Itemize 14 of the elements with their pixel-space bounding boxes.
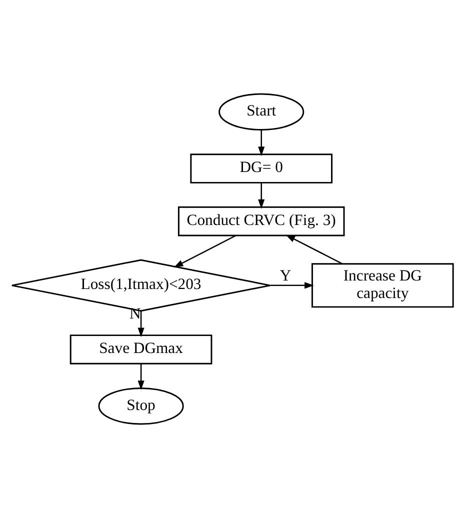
arrow bbox=[174, 235, 236, 268]
edge-label: Y bbox=[280, 267, 292, 284]
node-ellipse: Stop bbox=[98, 388, 184, 425]
arrow bbox=[270, 282, 314, 289]
node-box: Increase DG capacity bbox=[311, 263, 454, 308]
arrow bbox=[286, 234, 343, 264]
arrow bbox=[258, 130, 265, 156]
arrow bbox=[138, 364, 144, 390]
node-box: DG= 0 bbox=[190, 154, 333, 184]
arrow bbox=[258, 182, 265, 209]
node-ellipse: Start bbox=[218, 93, 304, 130]
node-box: Conduct CRVC (Fig. 3) bbox=[178, 206, 345, 236]
node-box: Save DGmax bbox=[70, 334, 212, 364]
arrow bbox=[138, 310, 144, 338]
